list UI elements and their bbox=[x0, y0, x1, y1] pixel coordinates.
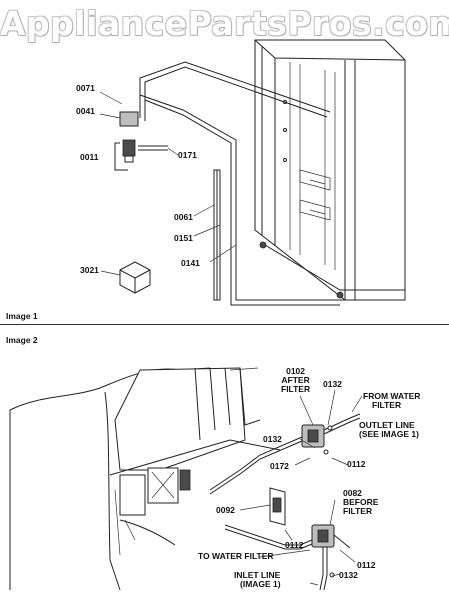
part-label-0171[interactable]: 0171 bbox=[178, 150, 197, 160]
refrigerator-back-drawing-image2 bbox=[9, 367, 281, 591]
inlet-line-line2: (IMAGE 1) bbox=[240, 579, 281, 589]
part-label-0112-bottom[interactable]: 0112 bbox=[357, 560, 376, 570]
outlet-line-label: OUTLET LINE (SEE IMAGE 1) bbox=[359, 421, 419, 439]
valve-assembly-0011 bbox=[114, 111, 168, 171]
part-label-0132-mid[interactable]: 0132 bbox=[263, 434, 282, 444]
from-water-filter-label: FROM WATER FILTER bbox=[363, 392, 420, 410]
outlet-line-line1: OUTLET LINE bbox=[359, 420, 415, 430]
part-label-0151[interactable]: 0151 bbox=[174, 233, 193, 243]
cube-part-3021 bbox=[119, 261, 151, 294]
inlet-line-label: INLET LINE (IMAGE 1) bbox=[234, 571, 281, 589]
refrigerator-cabinet-drawing bbox=[254, 39, 406, 301]
part-label-0112-mid[interactable]: 0112 bbox=[285, 540, 304, 550]
inlet-line-line1: INLET LINE bbox=[234, 570, 281, 580]
before-filter-line1: BEFORE bbox=[343, 497, 379, 507]
part-label-0132-top[interactable]: 0132 bbox=[323, 379, 342, 389]
leader-lines-image1 bbox=[99, 91, 237, 276]
mounting-bracket-0092 bbox=[269, 487, 286, 526]
outlet-line-line2: (SEE IMAGE 1) bbox=[359, 429, 419, 439]
part-label-0061[interactable]: 0061 bbox=[174, 212, 193, 222]
from-water-line1: FROM WATER bbox=[363, 391, 421, 401]
to-water-filter-label: TO WATER FILTER bbox=[198, 551, 274, 561]
part-label-0132-bottom[interactable]: 0132 bbox=[339, 570, 358, 580]
from-water-line2: FILTER bbox=[372, 400, 402, 410]
image1-title: Image 1 bbox=[6, 311, 38, 321]
site-watermark: AppliancePartsPros.com bbox=[0, 4, 449, 43]
part-label-0071[interactable]: 0071 bbox=[76, 83, 95, 93]
after-filter-line2: FILTER bbox=[281, 384, 311, 394]
part-label-3021[interactable]: 3021 bbox=[80, 265, 99, 275]
tube-assembly-0061 bbox=[213, 169, 221, 301]
part-label-0172[interactable]: 0172 bbox=[270, 461, 289, 471]
part-label-0141[interactable]: 0141 bbox=[181, 258, 200, 268]
before-filter-number: 0082 bbox=[343, 488, 362, 498]
section-divider bbox=[0, 324, 449, 325]
part-label-0102-after-filter[interactable]: 0102 AFTER FILTER bbox=[281, 367, 310, 394]
before-filter-line2: FILTER bbox=[343, 506, 373, 516]
part-label-0082-before-filter[interactable]: 0082 BEFORE FILTER bbox=[343, 489, 378, 516]
part-label-0112-right[interactable]: 0112 bbox=[347, 459, 366, 469]
after-filter-line1: AFTER bbox=[281, 375, 310, 385]
part-label-0041[interactable]: 0041 bbox=[76, 106, 95, 116]
after-filter-number: 0102 bbox=[286, 366, 306, 376]
part-label-0092[interactable]: 0092 bbox=[216, 505, 235, 515]
after-filter-head-0102 bbox=[209, 413, 361, 495]
leader-lines-image2 bbox=[239, 389, 363, 586]
water-line-tubing-image1 bbox=[139, 61, 345, 306]
part-label-0011[interactable]: 0011 bbox=[80, 152, 99, 162]
image2-title: Image 2 bbox=[6, 335, 38, 345]
